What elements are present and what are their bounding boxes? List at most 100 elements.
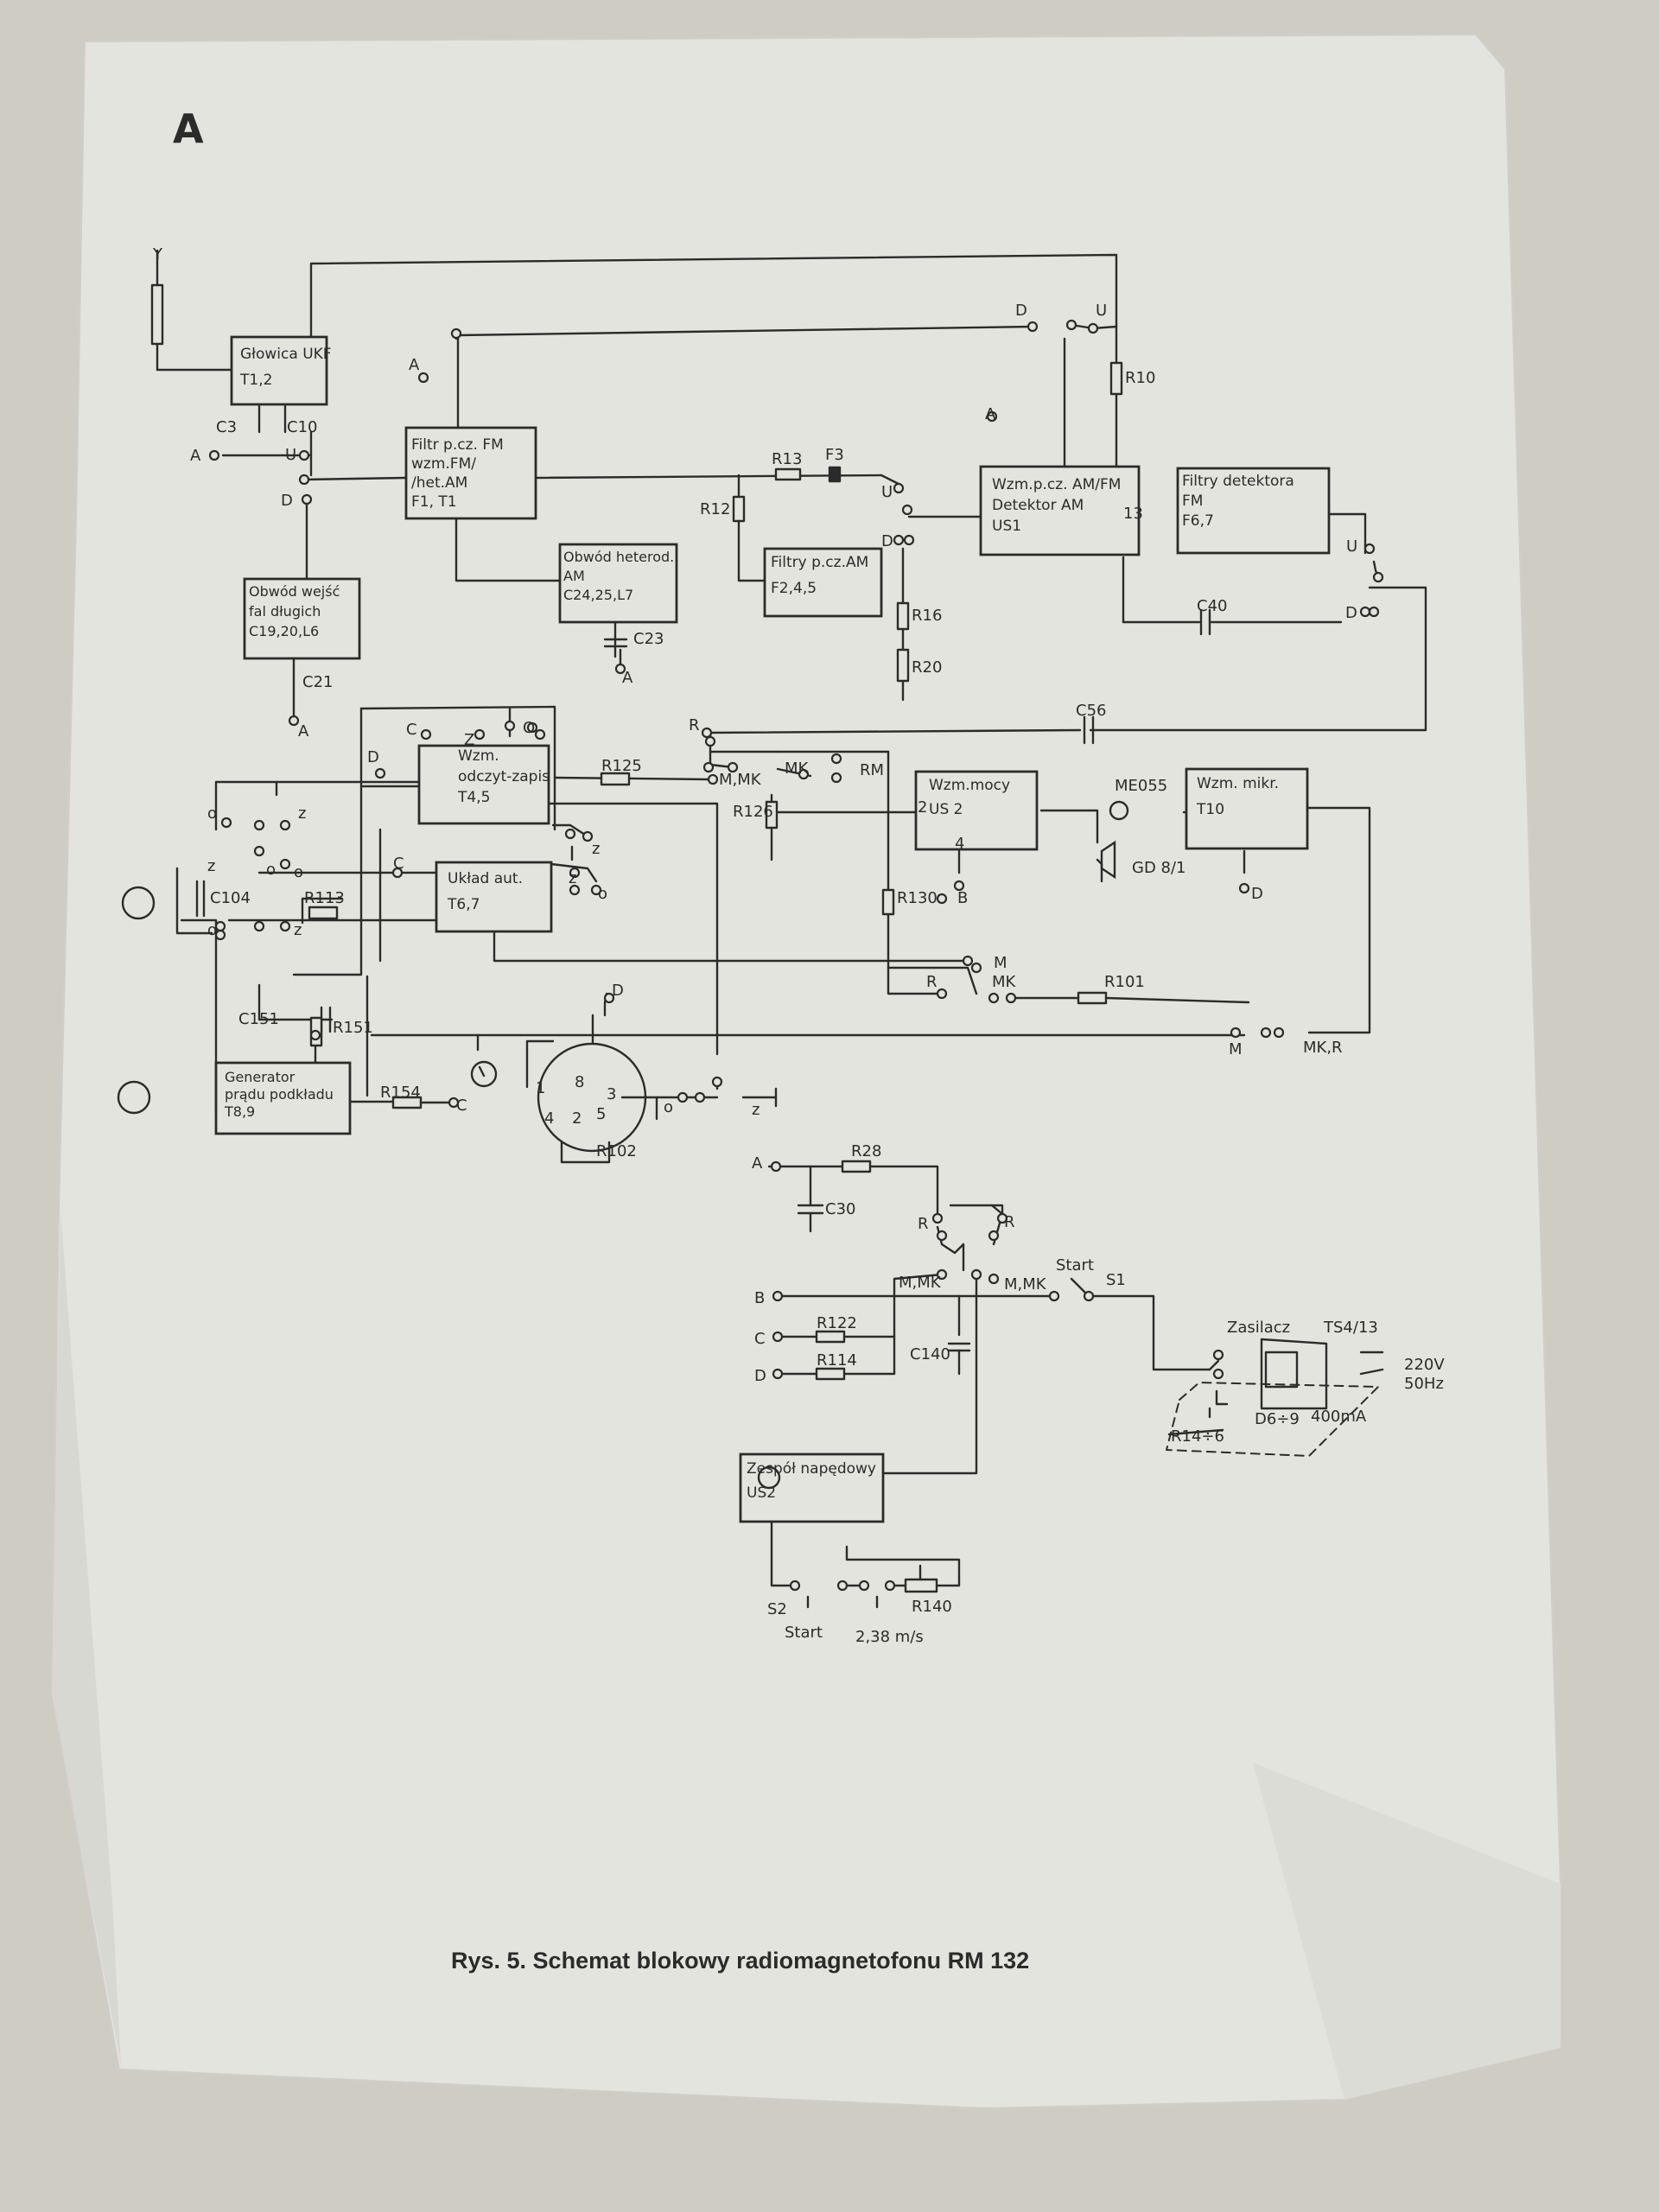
block-glowica xyxy=(230,335,328,406)
figure-caption: Rys. 5. Schemat blokowy radiomagnetofonu… xyxy=(451,1948,1029,1974)
block-wzm-am-fm xyxy=(979,465,1141,556)
block-wzm-am-fm-line-1: Detektor AM xyxy=(992,497,1084,514)
label-ma400: 400mA xyxy=(1311,1408,1367,1426)
block-filtr-fm-line-2: /het.AM xyxy=(411,474,467,492)
label-a6: A xyxy=(752,1154,763,1173)
label-r122: R122 xyxy=(817,1314,857,1332)
label-c40: C40 xyxy=(1197,597,1227,615)
block-generator-line-0: Generator xyxy=(225,1069,296,1085)
block-obwod-het-line-2: C24,25,L7 xyxy=(563,587,633,603)
label-d5: D xyxy=(367,748,379,766)
block-uklad-aut-line-0: Układ aut. xyxy=(448,870,523,887)
block-filtry-pcz-line-0: Filtry p.cz.AM xyxy=(771,554,868,571)
label-c30: C30 xyxy=(825,1200,855,1218)
block-filtry-det-line-0: Filtry detektora xyxy=(1182,473,1294,490)
block-obwod-het xyxy=(558,543,678,624)
block-wzm-mikr-line-0: Wzm. mikr. xyxy=(1197,775,1279,792)
label-u2: U xyxy=(1096,302,1107,320)
label-r130: R130 xyxy=(897,889,938,907)
label-r125: R125 xyxy=(601,757,642,775)
label-r102: R102 xyxy=(596,1142,637,1160)
label-a3: A xyxy=(985,405,996,423)
label-p4: 4 xyxy=(544,1109,554,1128)
label-r10: R10 xyxy=(1125,369,1155,387)
label-m2: M xyxy=(1229,1040,1243,1058)
label-c23: C23 xyxy=(633,630,664,648)
label-r1: R xyxy=(689,716,700,734)
label-ts413: TS4/13 xyxy=(1323,1319,1378,1337)
label-mk1: MK xyxy=(785,760,810,778)
label-o6: o xyxy=(207,921,217,939)
block-filtr-fm-line-1: wzm.FM/ xyxy=(411,455,476,473)
label-c140: C140 xyxy=(910,1345,950,1363)
block-obwod-wejsc-line-2: C19,20,L6 xyxy=(249,623,319,639)
label-r2: R xyxy=(926,973,938,991)
block-wzm-mocy-line-0: Wzm.mocy xyxy=(929,777,1010,794)
label-s1: S1 xyxy=(1106,1271,1126,1289)
label-hz50: 50Hz xyxy=(1404,1375,1444,1393)
block-zespol-line-1: US2 xyxy=(747,1484,776,1502)
label-o2: o xyxy=(207,804,217,823)
label-o7: o xyxy=(664,1098,673,1116)
block-zespol xyxy=(739,1452,885,1523)
block-filtry-det xyxy=(1176,467,1331,555)
block-obwod-wejsc xyxy=(243,577,361,660)
label-o5: o xyxy=(294,863,303,881)
block-filtr-fm-line-3: F1, T1 xyxy=(411,493,457,511)
block-filtry-det-line-1: FM xyxy=(1182,493,1203,510)
block-wzm-odczyt-line-0: Wzm. xyxy=(458,747,499,765)
label-d6: D xyxy=(1251,885,1263,903)
label-r28: R28 xyxy=(851,1142,881,1160)
block-wzm-odczyt xyxy=(417,744,550,825)
label-r151: R151 xyxy=(333,1019,373,1037)
label-speed: 2,38 m/s xyxy=(855,1628,924,1646)
label-r20: R20 xyxy=(912,658,942,677)
label-s2: S2 xyxy=(767,1600,787,1618)
label-d3: D xyxy=(881,532,893,550)
label-zasilacz: Zasilacz xyxy=(1227,1319,1290,1337)
label-z2: z xyxy=(298,804,306,823)
label-mk2: MK xyxy=(992,973,1017,991)
block-generator-line-1: prądu podkładu xyxy=(225,1086,334,1103)
label-mmk1: M,MK xyxy=(719,771,762,789)
block-wzm-odczyt-line-1: odczyt-zapis xyxy=(458,768,550,785)
label-c3: C3 xyxy=(216,418,237,436)
block-filtry-det-line-2: F6,7 xyxy=(1182,512,1214,530)
block-generator-line-2: T8,9 xyxy=(224,1103,255,1120)
label-a2: A xyxy=(190,447,201,465)
label-y: Y xyxy=(152,245,163,264)
block-zespol-line-0: Zespół napędowy xyxy=(747,1460,876,1478)
block-filtr-fm-line-0: Filtr p.cz. FM xyxy=(411,436,504,454)
label-r3: R xyxy=(918,1215,929,1233)
label-a1: A xyxy=(409,356,420,374)
block-wzm-am-fm-line-0: Wzm.p.cz. AM/FM xyxy=(992,476,1121,493)
label-mkr: MK,R xyxy=(1303,1039,1343,1057)
label-c104: C104 xyxy=(210,889,251,907)
label-me055: ME055 xyxy=(1115,777,1167,795)
block-filtry-pcz xyxy=(763,547,883,618)
block-glowica-line-1: T1,2 xyxy=(239,372,272,389)
block-wzm-mikr-line-1: T10 xyxy=(1196,801,1224,818)
label-r146: R14÷6 xyxy=(1171,1427,1224,1446)
label-d1: D xyxy=(281,492,293,510)
label-c21: C21 xyxy=(302,673,333,691)
label-z7: z xyxy=(752,1101,760,1119)
label-z3: z xyxy=(592,840,600,858)
label-r140: R140 xyxy=(912,1598,952,1616)
label-d4: D xyxy=(1345,604,1357,622)
label-o3: o xyxy=(266,861,276,879)
label-p8: 8 xyxy=(575,1073,584,1091)
block-obwod-het-line-0: Obwód heterod. xyxy=(563,549,674,565)
label-start1: Start xyxy=(1056,1256,1094,1274)
label-pin2: 2 xyxy=(918,798,927,817)
label-m1: M xyxy=(994,954,1007,972)
block-wzm-mocy-line-1: US 2 xyxy=(929,801,963,818)
label-a4: A xyxy=(622,669,633,687)
label-z5: z xyxy=(207,857,215,875)
label-r16: R16 xyxy=(912,607,942,625)
label-c3b: C xyxy=(456,1096,467,1115)
label-c56: C56 xyxy=(1076,702,1106,720)
label-d69: D6÷9 xyxy=(1255,1410,1300,1428)
